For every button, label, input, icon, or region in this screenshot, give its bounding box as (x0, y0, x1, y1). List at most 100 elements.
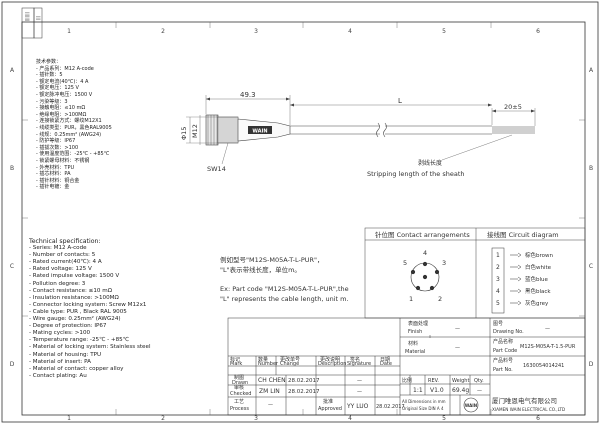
spec-cn-item: - 外壳材料：TPU (36, 164, 75, 171)
rev-label: REV. (428, 378, 439, 384)
rev-header-mark-en: Mark (230, 361, 242, 367)
spec-cn-item: - 插针电镀：金 (36, 184, 70, 191)
zone-bottom-1: 1 (67, 415, 71, 422)
pin-face (410, 261, 440, 292)
zone-right-d: D (589, 361, 594, 368)
circuit-color-3: 蓝色blue (525, 275, 549, 283)
company-logo-text: WAIN (465, 403, 477, 408)
spec-cn-item: - 使用温度范围：-25℃ - +85℃ (36, 151, 110, 158)
part-code-value: M12S-M05A-T-1.5-PUR (520, 344, 576, 350)
dim-diameter: Φ15 (180, 127, 188, 140)
spec-cn-item: - 线规：0.25mm² (AWG24) (36, 131, 102, 138)
rev-header-change: 更改单号 (280, 356, 300, 363)
spec-cn-item: - 绝缘电阻：>100MΩ (36, 111, 87, 118)
finish-label-cn: 表面处理 (408, 320, 428, 327)
process-label-en: Process (230, 406, 249, 412)
circuit-pin-2: 2 (496, 264, 500, 271)
tolerance-note-2: Original Size DIN A 4 (402, 406, 444, 411)
spec-list-en: Technical specification: - Series: M12 A… (29, 238, 151, 380)
spec-cn-item: - 线缆类型：PUR，黑色RAL9005 (36, 124, 112, 131)
strip-label-en: Stripping length of the sheath (367, 170, 465, 178)
circuit-color-5: 灰色grey (525, 299, 549, 307)
spec-en-item: - Material of contact: copper alloy (29, 365, 124, 372)
connector-drawing (186, 95, 536, 165)
zone-left-a: A (10, 67, 15, 74)
checked-label-cn: 审核 (234, 384, 244, 391)
approved-label-en: Approved (318, 406, 342, 412)
dim-cable-length: L (398, 97, 402, 105)
circuit-diagram-header: 接线图 Circuit diagram (487, 230, 559, 239)
material-label-en: Material (405, 349, 425, 355)
zone-left-d: D (10, 361, 15, 368)
rev-value: V1.0 (430, 387, 444, 394)
material-label-cn: 材料 (408, 340, 418, 347)
spec-en-item: - Degree of protection: IP67 (29, 323, 107, 330)
order-note-en-2: "L" represents the cable length, unit m. (220, 295, 349, 303)
spec-cn-item: - 防护等级：IP67 (36, 138, 76, 145)
scale-value: 1:1 (413, 387, 423, 394)
drawn-label-en: Drawn (232, 380, 248, 386)
rev-header-description: 更改说明 (320, 356, 340, 363)
part-code-label-en: Part Code (493, 348, 517, 354)
spec-en-item: - Series: M12 A-code (29, 245, 87, 252)
zone-bottom-6: 6 (536, 415, 540, 422)
spec-list-cn: 技术参数： - 产品系列：M12 A-code- 插针数：5- 额定电流(40℃… (36, 59, 112, 191)
approved-name: YY LUO (346, 403, 369, 410)
weight-value: 69.4g (452, 387, 469, 394)
rev-header-date: 日期 (380, 357, 390, 363)
circuit-pin-5: 5 (496, 300, 500, 307)
rev-header-mark: 标记 (230, 356, 240, 363)
corner-text-2: ||| (36, 16, 41, 20)
company-name-en: XIAMEN WAIN ELECTRICAL CO.,LTD (492, 407, 565, 412)
company-logo-icon (463, 397, 479, 413)
drawn-dash: — (357, 378, 362, 384)
spec-en-item: - Material of locking system: Stainless … (29, 344, 151, 351)
finish-value: — (455, 326, 460, 332)
checked-date: 28.02.2017 (288, 389, 320, 395)
spec-cn-item: - 额定电流(40℃)：4 A (36, 78, 89, 85)
order-note-cn-1: 例如型号"M12S-M05A-T-L-PUR"， (220, 255, 324, 264)
circuit-pin-1: 1 (496, 252, 500, 259)
pin-label-1: 1 (409, 295, 413, 303)
rev-header-date-en: Date (380, 361, 392, 367)
part-no-value: 1630054014241 (523, 363, 564, 369)
dim-strip-length: 20±5 (504, 103, 522, 111)
rev-header-number-en: Number (258, 361, 279, 367)
zone-right-b: B (589, 165, 593, 172)
scale-label: 比例 (402, 377, 412, 384)
part-code-label-cn: 产品名称 (493, 338, 513, 345)
spec-cn-item: - 插拔次数：>100 (36, 144, 79, 151)
circuit-pin-3: 3 (496, 276, 500, 283)
process-name: — (268, 402, 273, 408)
spec-cn-item: - 额定电压：125 V (36, 85, 79, 92)
spec-cn-item: - 产品系列：M12 A-code (36, 65, 94, 72)
spec-title-cn: 技术参数： (36, 59, 62, 65)
spec-en-item: - Number of contacts: 5 (29, 252, 96, 259)
zone-top-5: 5 (442, 28, 446, 35)
approved-label-cn: 批准 (323, 398, 333, 405)
weight-label: Weight (452, 378, 469, 384)
spec-en-item: - Connector locking system: Screw M12x1 (29, 301, 147, 308)
drawn-name: CH CHEN (258, 377, 286, 384)
approved-date: 28.02.2017 (376, 404, 405, 410)
zone-bottom-5: 5 (442, 415, 446, 422)
zone-bottom-4: 4 (348, 415, 352, 422)
spec-en-item: - Mating cycles: >100 (29, 330, 91, 337)
part-no-label-cn: 产品料号 (493, 357, 513, 364)
spec-title-en: Technical specification: (29, 238, 101, 245)
spec-en-item: - Material of housing: TPU (29, 351, 102, 358)
spec-en-item: - Contact plating: Au (29, 372, 87, 379)
circuit-color-1: 棕色brown (525, 251, 553, 259)
spec-cn-item: - 插针数：5 (36, 72, 63, 79)
spec-en-item: - Rated impulse voltage: 1500 V (29, 273, 120, 280)
rev-header-description-en: Description (318, 361, 346, 367)
arrangement-panel (364, 227, 586, 319)
spec-en-item: - Material of insert: PA (29, 358, 91, 365)
pin-label-5: 5 (403, 259, 407, 267)
spec-cn-item: - 额定脉冲电压：1500 V (36, 91, 93, 98)
tolerance-note-1: All Dimensions in mm (402, 399, 446, 404)
qty-value: — (477, 388, 482, 394)
zone-bottom-3: 3 (254, 415, 258, 422)
